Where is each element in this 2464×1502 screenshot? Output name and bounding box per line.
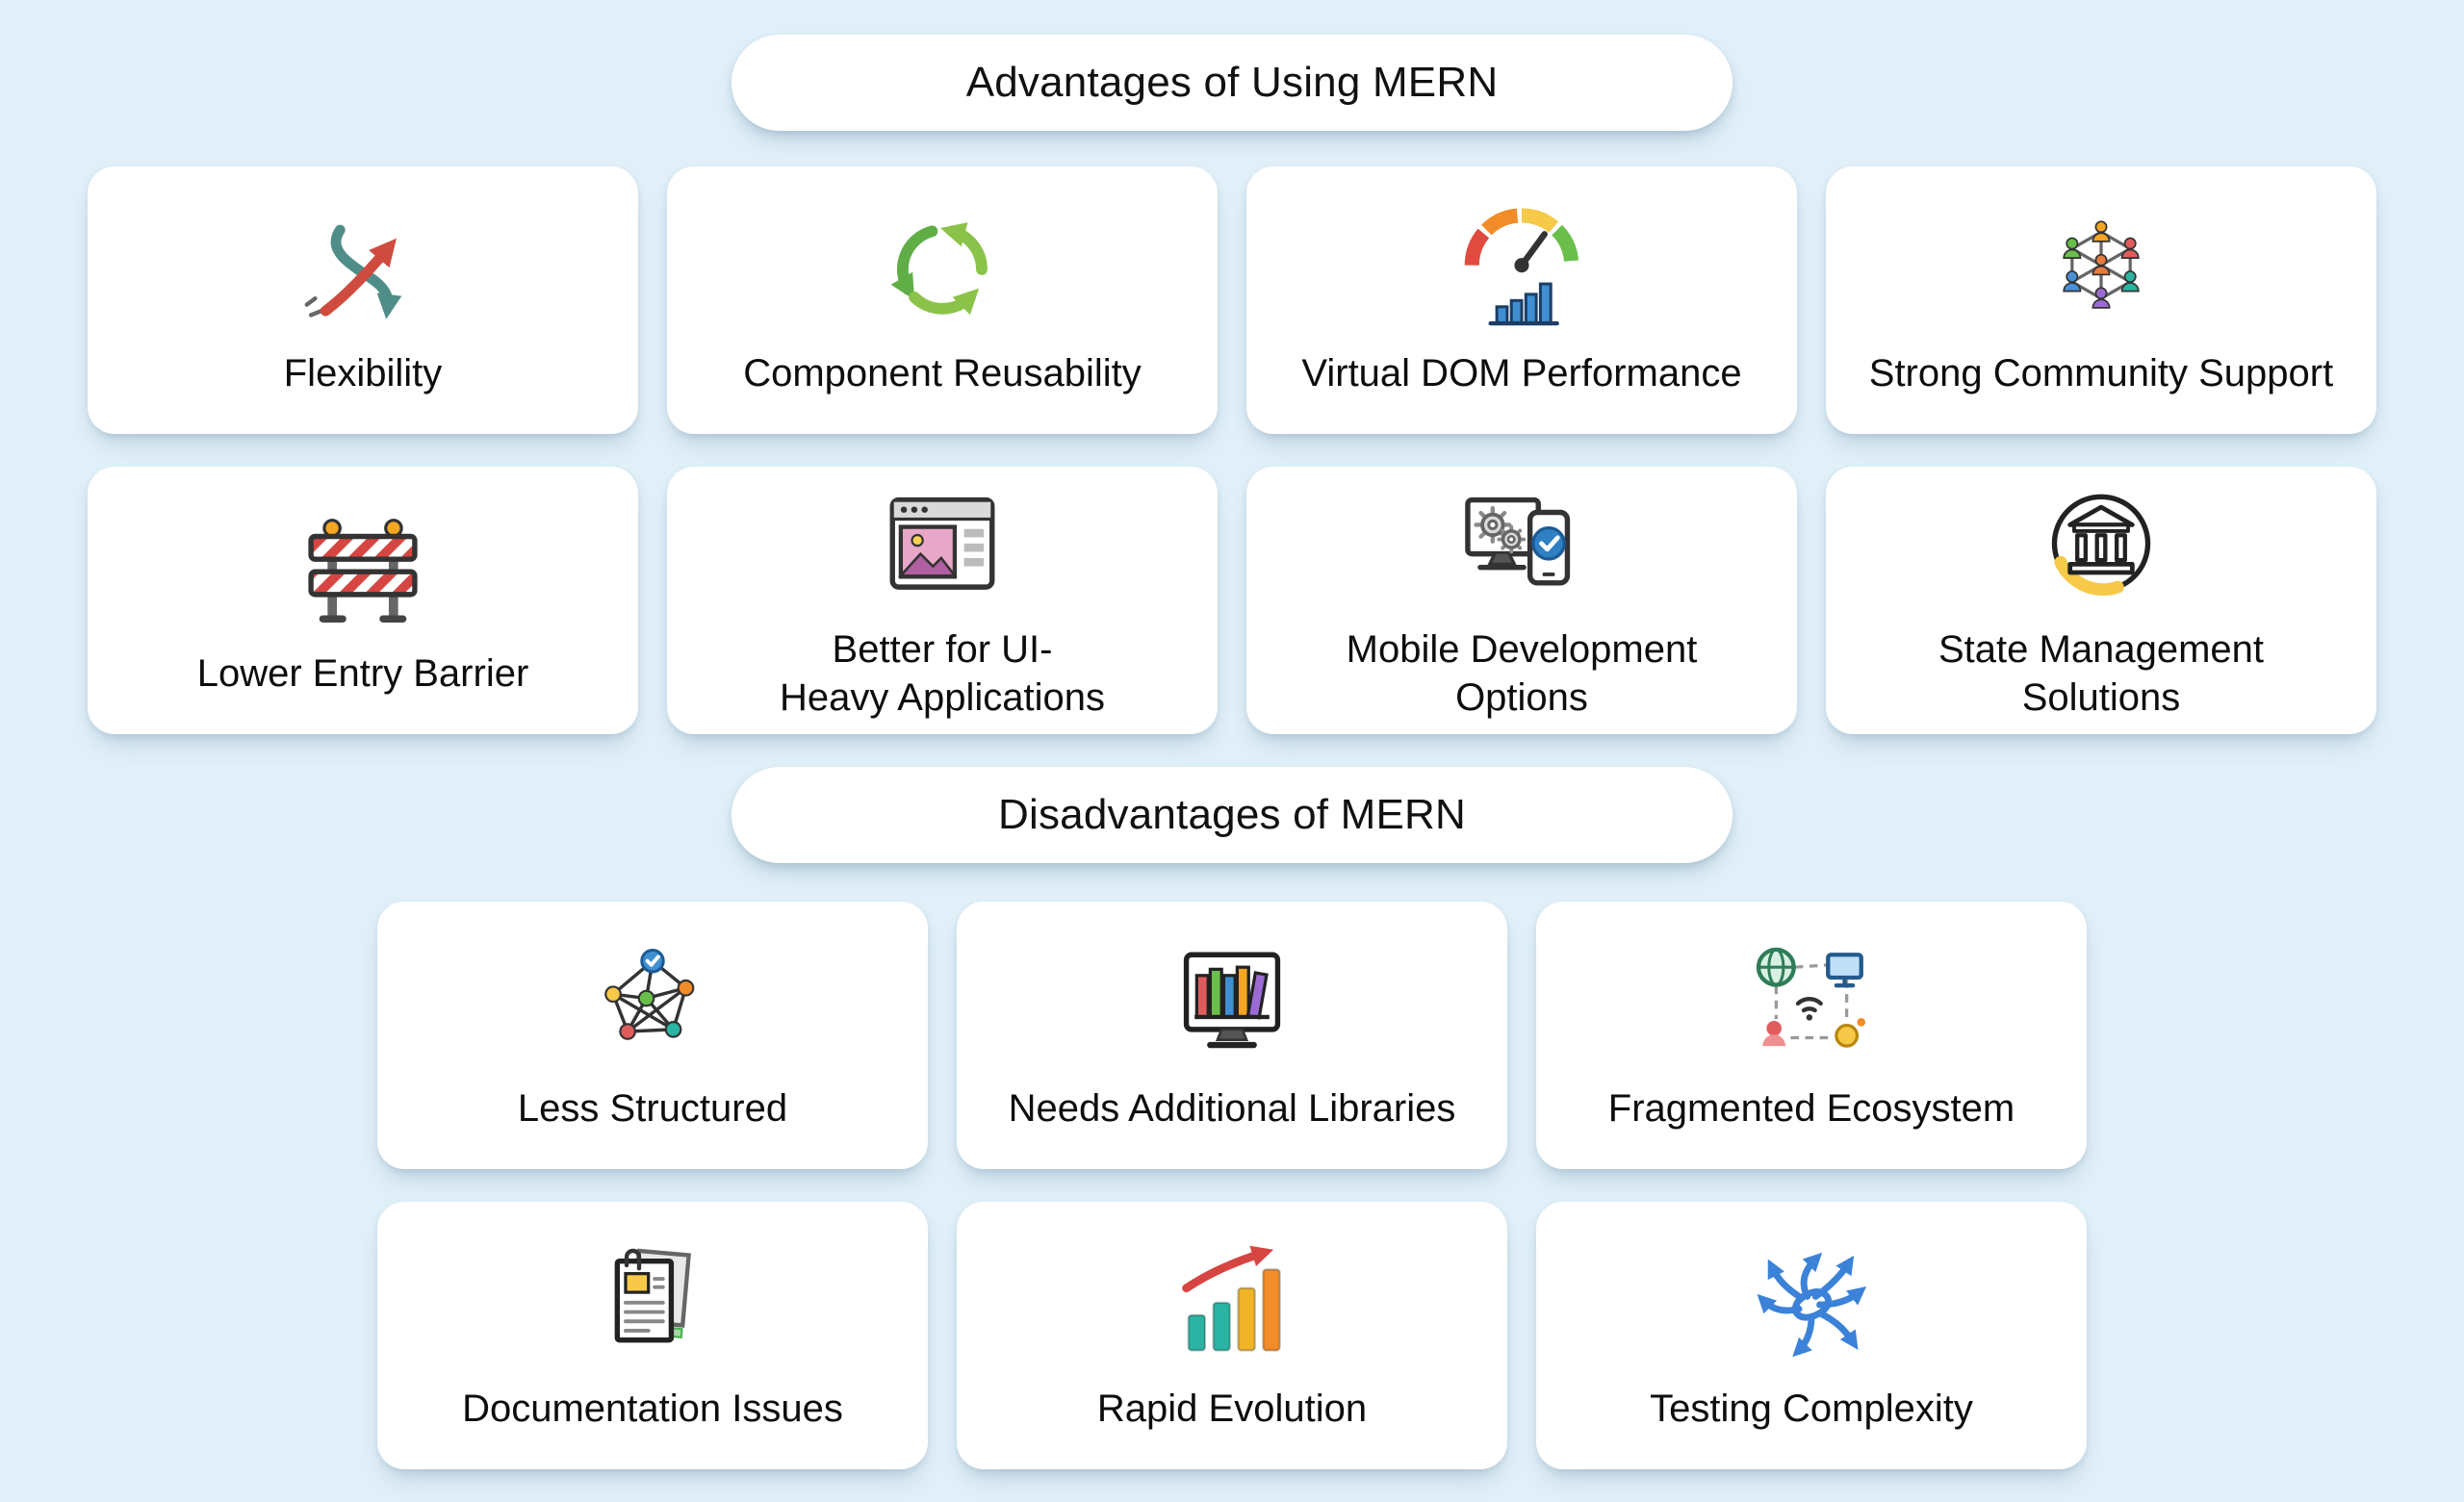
disadvantages-row-1: Less Structured: [377, 902, 2087, 1169]
card-strong-community-support: Strong Community Support: [1826, 166, 2376, 434]
card-needs-additional-libraries: Needs Additional Libraries: [957, 902, 1507, 1169]
card-label: Rapid Evolution: [1096, 1387, 1368, 1430]
advantages-title: Advantages of Using MERN: [965, 59, 1499, 106]
card-label: Better for UI- Heavy Applications: [780, 627, 1105, 719]
road-barrier-icon: [296, 503, 429, 636]
card-less-structured: Less Structured: [377, 902, 928, 1169]
card-testing-complexity: Testing Complexity: [1536, 1202, 2087, 1469]
browser-image-icon: [876, 479, 1009, 612]
card-flexibility: Flexibility: [88, 166, 638, 434]
card-mobile-development-options: Mobile Development Options: [1246, 467, 1797, 734]
tangled-graph-nodes-icon: [586, 938, 719, 1071]
advantages-row-1: Flexibility Component Reusability: [88, 166, 2376, 434]
card-state-management-solutions: State Management Solutions: [1826, 467, 2376, 734]
recycle-arrows-icon: [876, 203, 1009, 336]
fragmented-network-icon: [1745, 938, 1878, 1071]
card-label: State Management Solutions: [1938, 627, 2264, 719]
card-label: Flexibility: [283, 351, 443, 395]
bank-circle-icon: [2035, 479, 2168, 612]
card-ui-heavy-applications: Better for UI- Heavy Applications: [667, 467, 1218, 734]
documents-paperclip-icon: [586, 1238, 719, 1371]
card-label: Fragmented Ecosystem: [1607, 1086, 2015, 1130]
mobile-gears-check-icon: [1455, 479, 1588, 612]
card-label: Documentation Issues: [462, 1387, 843, 1430]
people-network-icon: [2035, 203, 2168, 336]
card-label: Lower Entry Barrier: [196, 651, 529, 695]
monitor-books-icon: [1166, 938, 1298, 1071]
card-label: Strong Community Support: [1868, 351, 2334, 395]
card-label: Component Reusability: [743, 351, 1142, 395]
card-component-reusability: Component Reusability: [667, 166, 1218, 434]
card-virtual-dom-performance: Virtual DOM Performance: [1246, 166, 1797, 434]
speedometer-chart-icon: [1455, 203, 1588, 336]
card-label: Mobile Development Options: [1346, 627, 1698, 719]
card-label: Needs Additional Libraries: [1008, 1086, 1456, 1130]
card-fragmented-ecosystem: Fragmented Ecosystem: [1536, 902, 2087, 1169]
card-label: Less Structured: [517, 1086, 788, 1130]
card-label: Virtual DOM Performance: [1301, 351, 1742, 395]
flexibility-arrows-icon: [296, 203, 429, 336]
tangled-arrows-icon: [1745, 1238, 1878, 1371]
advantages-row-2: Lower Entry Barrier: [88, 467, 2376, 734]
card-documentation-issues: Documentation Issues: [377, 1202, 928, 1469]
card-lower-entry-barrier: Lower Entry Barrier: [88, 467, 638, 734]
disadvantages-header-pill: Disadvantages of MERN: [732, 767, 1732, 863]
growth-bars-arrow-icon: [1166, 1238, 1298, 1371]
disadvantages-title: Disadvantages of MERN: [998, 791, 1466, 838]
card-rapid-evolution: Rapid Evolution: [957, 1202, 1507, 1469]
disadvantages-row-2: Documentation Issues Rapid Evolution: [377, 1202, 2087, 1469]
card-label: Testing Complexity: [1650, 1387, 1973, 1430]
advantages-header-pill: Advantages of Using MERN: [732, 35, 1732, 131]
